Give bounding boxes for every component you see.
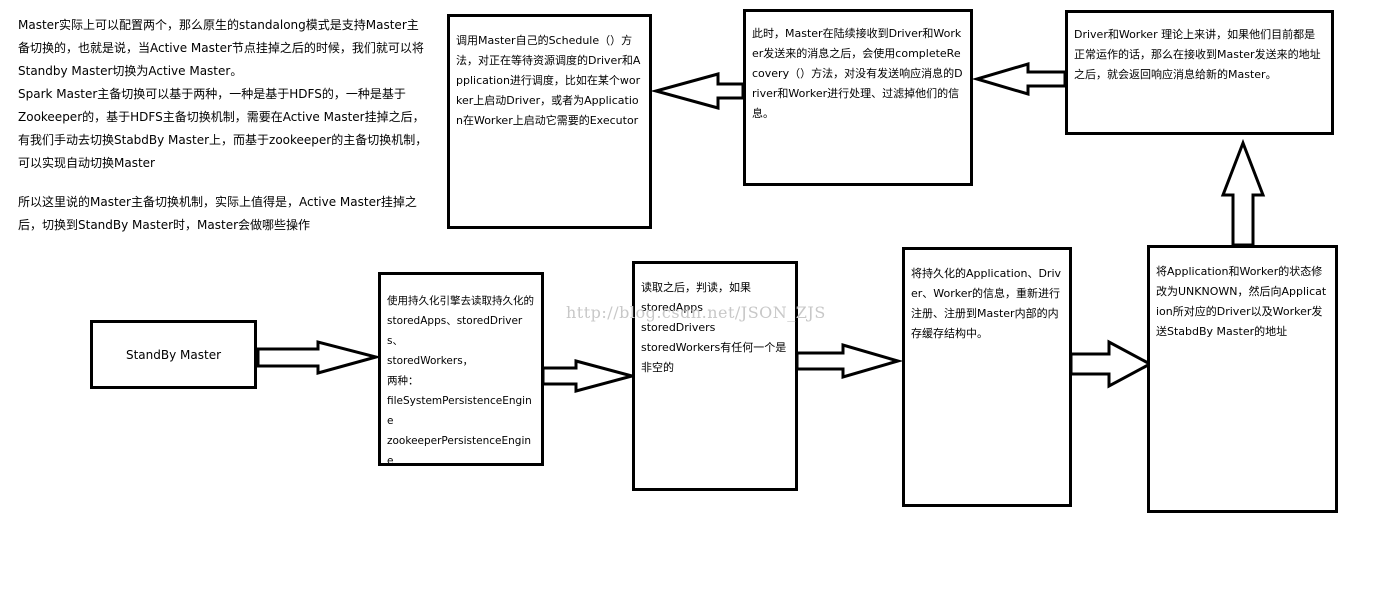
box-respond: Driver和Worker 理论上来讲，如果他们目前都是正常运作的话，那么在接收… xyxy=(1065,10,1334,135)
intro-paragraph-3: 所以这里说的Master主备切换机制，实际上值得是，Active Master挂… xyxy=(18,195,417,232)
read-line-1: 使用持久化引擎去读取持久化的 xyxy=(387,295,534,307)
unknown-text: 将Application和Worker的状态修改为UNKNOWN，然后向Appl… xyxy=(1156,265,1327,338)
arrow-check-to-register xyxy=(795,343,904,379)
arrow-unknown-to-respond xyxy=(1220,138,1266,247)
read-line-6: zookeeperPersistenceEngine xyxy=(387,435,532,467)
arrow-respond-to-recovery xyxy=(971,61,1067,97)
box-schedule: 调用Master自己的Schedule（）方法，对正在等待资源调度的Driver… xyxy=(447,14,652,229)
box-register: 将持久化的Application、Driver、Worker的信息，重新进行注册… xyxy=(902,247,1072,507)
read-line-5: fileSystemPersistenceEngine xyxy=(387,395,532,427)
respond-text: Driver和Worker 理论上来讲，如果他们目前都是正常运作的话，那么在接收… xyxy=(1074,28,1321,81)
box-read-persistence: 使用持久化引擎去读取持久化的 storedApps、storedDrivers、… xyxy=(378,272,544,467)
box-check-stored: 读取之后，判读，如果 storedApps storedDrivers stor… xyxy=(632,261,798,491)
check-line-4: storedWorkers有任何一个是非空的 xyxy=(641,341,787,374)
watermark: http://blog.csdn.net/JSON_ZJS xyxy=(566,303,826,322)
recovery-text: 此时，Master在陆续接收到Driver和Worker发送来的消息之后，会使用… xyxy=(752,27,963,120)
register-text: 将持久化的Application、Driver、Worker的信息，重新进行注册… xyxy=(911,267,1062,340)
box-standby-master: StandBy Master xyxy=(90,320,257,389)
arrow-read-to-check xyxy=(541,359,638,393)
read-line-3: storedWorkers， xyxy=(387,355,474,367)
read-line-4: 两种： xyxy=(387,375,419,387)
box-recovery: 此时，Master在陆续接收到Driver和Worker发送来的消息之后，会使用… xyxy=(743,9,973,186)
arrow-standby-to-read xyxy=(256,340,382,375)
read-line-2: storedApps、storedDrivers、 xyxy=(387,315,523,347)
schedule-text: 调用Master自己的Schedule（）方法，对正在等待资源调度的Driver… xyxy=(456,34,641,127)
box-unknown: 将Application和Worker的状态修改为UNKNOWN，然后向Appl… xyxy=(1147,245,1338,513)
check-line-3: storedDrivers xyxy=(641,321,716,334)
standby-master-label: StandBy Master xyxy=(125,347,222,362)
arrow-recovery-to-schedule xyxy=(650,72,745,110)
intro-paragraph-2: Spark Master主备切换可以基于两种，一种是基于HDFS的，一种是基于Z… xyxy=(18,87,428,170)
intro-text: Master实际上可以配置两个，那么原生的standalong模式是支持Mast… xyxy=(18,14,428,237)
arrow-register-to-unknown xyxy=(1069,339,1154,389)
check-line-1: 读取之后，判读，如果 xyxy=(641,281,751,294)
check-line-2: storedApps xyxy=(641,301,704,314)
intro-paragraph-1: Master实际上可以配置两个，那么原生的standalong模式是支持Mast… xyxy=(18,18,424,78)
